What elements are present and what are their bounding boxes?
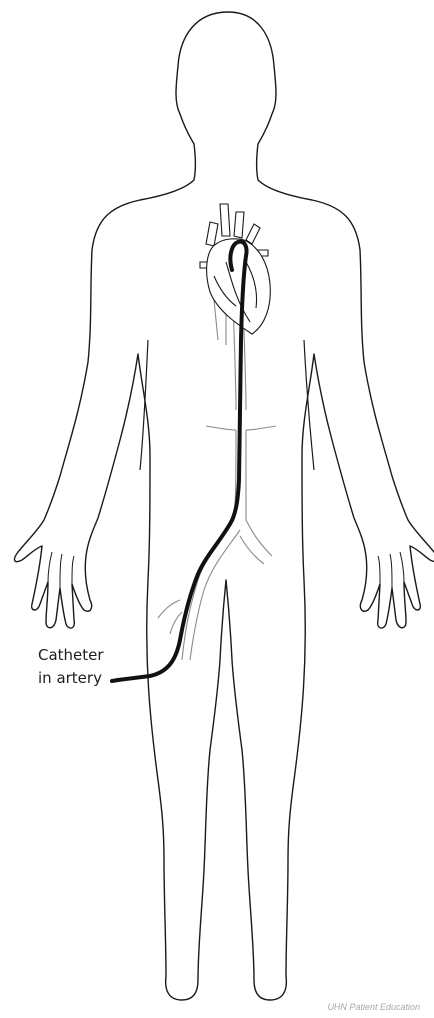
left-inner-arm-line (140, 340, 148, 470)
body-outline (15, 12, 434, 1000)
catheter-label-pointer (112, 680, 118, 681)
catheter-label-line1: Catheter (38, 646, 104, 665)
blood-vessels (158, 280, 276, 660)
heart (200, 204, 270, 334)
catheter-label-line2: in artery (38, 669, 102, 688)
credit-text: UHN Patient Education (327, 1002, 420, 1012)
right-hand-detail (378, 552, 404, 588)
right-inner-arm-line (304, 340, 314, 470)
left-hand-detail (48, 552, 74, 588)
